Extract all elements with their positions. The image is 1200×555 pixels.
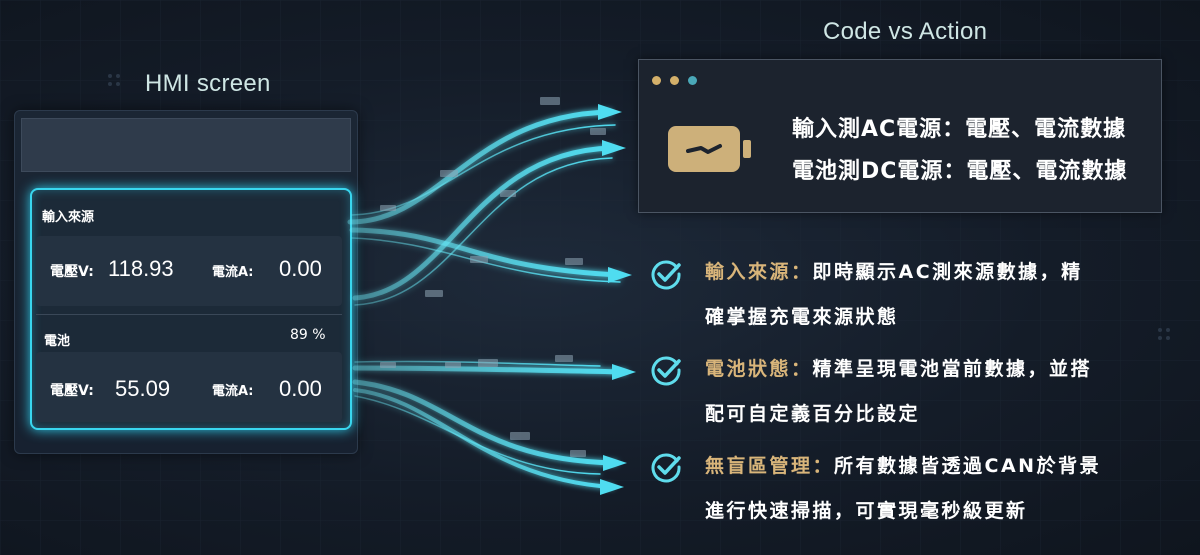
feature-no-blind-spot: 無盲區管理：所有數據皆透過CAN於背景 進行快速掃描，可實現毫秒級更新 <box>705 444 1101 534</box>
feature-text: 精準呈現電池當前數據，並搭 <box>812 358 1093 380</box>
check-circle-icon <box>651 453 681 483</box>
battery-current-label: 電流A: <box>212 384 254 399</box>
input-voltage-value: 118.93 <box>108 256 174 281</box>
feature-battery-status: 電池狀態：精準呈現電池當前數據，並搭 配可自定義百分比設定 <box>705 347 1092 437</box>
input-current-value: 0.00 <box>279 256 322 281</box>
feature-text-cont: 確掌握充電來源狀態 <box>705 306 899 328</box>
section-divider <box>36 314 342 315</box>
feature-key: 無盲區管理： <box>705 455 835 477</box>
input-voltage-label: 電壓V: <box>50 264 94 280</box>
battery-current-value: 0.00 <box>279 376 322 401</box>
window-dot-2 <box>670 76 679 85</box>
battery-voltage-value: 55.09 <box>115 376 171 401</box>
hmi-header-bar <box>21 118 351 172</box>
battery-icon <box>668 126 751 172</box>
code-vs-action-title: Code vs Action <box>823 18 988 45</box>
feature-key: 電池狀態： <box>705 358 813 380</box>
battery-voltage-label: 電壓V: <box>50 383 94 399</box>
feature-key: 輸入來源： <box>705 261 813 283</box>
feature-text-cont: 配可自定義百分比設定 <box>705 403 921 425</box>
input-source-label: 輸入來源 <box>42 210 95 225</box>
input-source-row <box>36 236 342 306</box>
battery-label: 電池 <box>44 334 71 349</box>
battery-percent: 89 % <box>290 327 326 343</box>
feature-text: 即時顯示AC測來源數據，精 <box>812 261 1083 283</box>
feature-text: 所有數據皆透過CAN於背景 <box>834 455 1102 477</box>
code-line-dc: 電池測DC電源：電壓、電流數據 <box>792 159 1128 184</box>
battery-row <box>36 352 342 422</box>
code-line-ac: 輸入測AC電源：電壓、電流數據 <box>792 117 1127 142</box>
window-dot-3 <box>688 76 697 85</box>
window-dot-1 <box>652 76 661 85</box>
hmi-screen-title: HMI screen <box>145 70 271 97</box>
feature-input-source: 輸入來源：即時顯示AC測來源數據，精 確掌握充電來源狀態 <box>705 250 1083 340</box>
input-current-label: 電流A: <box>212 265 254 280</box>
check-circle-icon <box>651 356 681 386</box>
feature-text-cont: 進行快速掃描，可實現毫秒級更新 <box>705 500 1028 522</box>
check-circle-icon <box>651 260 681 290</box>
